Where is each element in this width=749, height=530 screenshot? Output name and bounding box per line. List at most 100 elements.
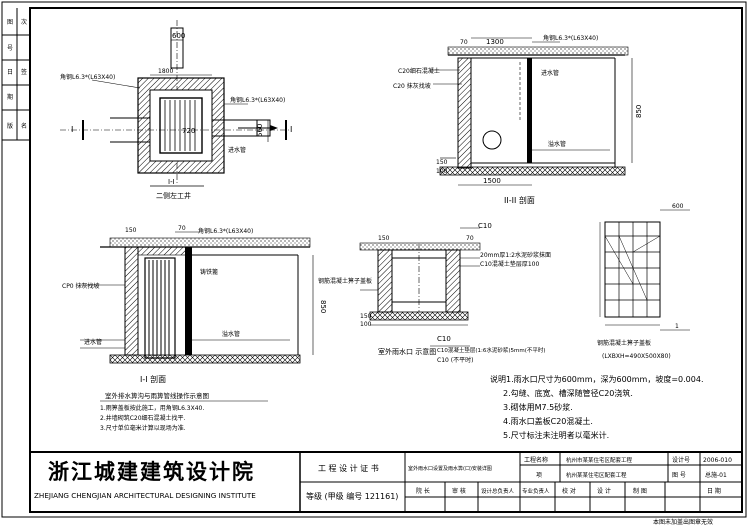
sheet-border — [1, 1, 747, 518]
title-block: 浙江城建建筑设计院 ZHEJIANG CHENGJIAN ARCHITECTUR… — [30, 451, 742, 526]
side-strip: 图 号 日 期 版 次 签 名 — [2, 8, 30, 141]
s3-callout: C10 — [437, 335, 451, 343]
cert-line: 等级 (甲级 编号 121161) — [306, 491, 398, 501]
grating-detail-view: 600 1 钢筋混凝土箅子盖板 (LXBXH=490X500X80) — [597, 203, 690, 360]
s3-dim: 150 — [360, 313, 372, 320]
side-label: 号 — [7, 45, 13, 52]
s3-dim: 70 — [466, 235, 474, 242]
plan-dim: 560 — [256, 124, 264, 137]
grating-dim: 1 — [675, 323, 679, 330]
signoff-label: 设 计 — [597, 487, 611, 495]
s2-dim: 100 — [436, 168, 448, 175]
legend-item: 1.雨箅盖板按此施工，用角钢L6.3X40. — [100, 404, 204, 412]
s1-callout: 角钢L6.3*(L63X40) — [198, 227, 253, 235]
section-mark: I — [71, 125, 73, 134]
side-label: 签 — [21, 68, 27, 76]
s1-dim: 150 — [125, 227, 137, 234]
signoff-label: 审 核 — [452, 487, 466, 495]
s1-note: 进水管 — [84, 338, 102, 346]
note-line: 3.砌体用M7.5砂浆. — [503, 402, 573, 412]
note-line: 4.雨水口盖板C20混凝土. — [503, 416, 593, 426]
signoff-label: 院 长 — [416, 487, 430, 495]
s2-dim: 1500 — [483, 177, 501, 185]
section-mark: I — [290, 125, 292, 134]
item-label: 项 — [536, 472, 542, 479]
plan-callout: 角钢L6.3*(L63X40) — [60, 73, 115, 81]
s1-callout: CP0 抹灰找坡 — [62, 282, 100, 290]
side-label: 日 — [7, 69, 13, 76]
legend: 室外排水箅沟与雨箅管线操作示意图 1.雨箅盖板按此施工，用角钢L6.3X40. … — [100, 391, 268, 432]
s3-note: C10 (不平时) — [437, 356, 473, 364]
plan-dim: 600 — [172, 32, 185, 40]
grating-caption: 钢筋混凝土箅子盖板 — [597, 339, 651, 347]
drawing-no-label: 图 号 — [672, 472, 686, 479]
footer-note: 本图未加盖出图章无效 — [653, 518, 713, 526]
grating-dim: 600 — [672, 203, 684, 210]
cert-label: 工 程 设 计 证 书 — [318, 463, 379, 473]
general-notes: 说明1.雨水口尺寸为600mm，深为600mm，坡度=0.004. 2.勾缝、底… — [490, 374, 704, 440]
section-3-view: 150 70 150 100 C10 20mm厚1:2水泥砂浆抹面 C10混凝土… — [318, 222, 551, 364]
s1-dim: 70 — [178, 225, 186, 232]
plan-view: 600 1800 720 560 角钢L6.3*(L63X40) 角钢L6.3*… — [60, 20, 292, 200]
side-label: 期 — [7, 93, 13, 101]
legend-title: 室外排水箅沟与雨箅管线操作示意图 — [105, 391, 209, 400]
signoff-label: 校 对 — [562, 487, 576, 495]
grating-subcaption: (LXBXH=490X500X80) — [602, 353, 671, 360]
s2-dim: 850 — [635, 105, 643, 118]
section-2-2-view: 1300 70 850 1500 150 100 角钢L6.3*(L63X40)… — [393, 34, 643, 205]
s2-note: 进水管 — [541, 69, 559, 77]
plan-grating — [159, 97, 203, 154]
plan-caption: 二侧左工井 — [156, 191, 191, 200]
design-no-label: 设计号 — [672, 456, 690, 464]
s2-callout: 角钢L6.3*(L63X40) — [543, 34, 598, 42]
s3-callout: C10混凝土垫层厚100 — [480, 260, 539, 268]
s3-callout: C10 — [478, 222, 492, 230]
s2-note: 溢水管 — [548, 140, 566, 148]
design-no-value: 2006-010 — [703, 457, 732, 464]
company-name-cn: 浙江城建建筑设计院 — [48, 460, 255, 484]
plan-title: I-I — [168, 178, 175, 186]
s3-callout: 20mm厚1:2水泥砂浆抹面 — [480, 251, 551, 259]
plan-callout: 角钢L6.3*(L63X40) — [230, 96, 285, 104]
s2-dim: 70 — [460, 39, 468, 46]
s3-dim: 100 — [360, 321, 372, 328]
side-label: 版 — [7, 122, 13, 130]
side-label: 名 — [21, 122, 27, 130]
signoff-label: 制 图 — [633, 487, 647, 495]
project-value: 杭州市某某住宅区配套工程 — [566, 456, 633, 464]
section-1-1-view: 150 70 850 角钢L6.3*(L63X40) CP0 抹灰找坡 铸铁篦 … — [62, 225, 327, 384]
project-label: 工程名称 — [524, 456, 548, 464]
note-line: 说明1.雨水口尺寸为600mm，深为600mm，坡度=0.004. — [490, 374, 704, 384]
signoff-label: 日 期 — [707, 487, 721, 495]
s3-callout: C10混凝土垫层(1:6水泥砂浆)5mm(不平时) — [437, 346, 546, 354]
project-description: 室外雨水口设置及雨水箅(口)安装详图 — [408, 465, 492, 472]
plan-pipe-label: 进水管 — [228, 146, 246, 154]
side-label: 次 — [21, 18, 27, 26]
plan-dim: 1800 — [158, 68, 173, 75]
signoff-label: 专业负责人 — [522, 487, 550, 495]
legend-item: 2.井墙砌筑C20细石混凝土找平. — [100, 414, 186, 422]
s3-note: 钢筋混凝土箅子盖板 — [318, 277, 372, 285]
drawing-no-value: 总施-01 — [705, 471, 727, 479]
s2-dim: 1300 — [486, 38, 504, 46]
s2-callout: C20 抹灰找坡 — [393, 82, 431, 90]
s1-note: 溢水管 — [222, 330, 240, 338]
note-line: 2.勾缝、底宽、槽深随管径C20浇筑. — [503, 388, 633, 398]
s2-dim: 150 — [436, 159, 448, 166]
s2-callout: C20细石混凝土 — [398, 67, 440, 75]
plan-dim: 720 — [182, 127, 195, 135]
company-name-en: ZHEJIANG CHENGJIAN ARCHITECTURAL DESIGNI… — [34, 491, 256, 500]
s3-caption: 室外雨水口 示意图 — [378, 347, 436, 356]
legend-item: 3.尺寸单位毫米计算以现场为准. — [100, 424, 186, 432]
s2-title: II-II 剖面 — [504, 195, 535, 205]
s1-dim: 850 — [319, 300, 327, 313]
s1-title: I-I 剖面 — [140, 374, 166, 384]
s3-dim: 150 — [378, 235, 390, 242]
signoff-label: 设计总负责人 — [481, 487, 515, 495]
item-value: 杭州某某住宅区配套工程 — [566, 471, 627, 479]
s1-note: 铸铁篦 — [200, 268, 218, 276]
note-line: 5.尺寸标注未注明者以毫米计. — [503, 430, 609, 440]
drawing-frame — [29, 7, 743, 513]
side-label: 图 — [7, 19, 13, 26]
